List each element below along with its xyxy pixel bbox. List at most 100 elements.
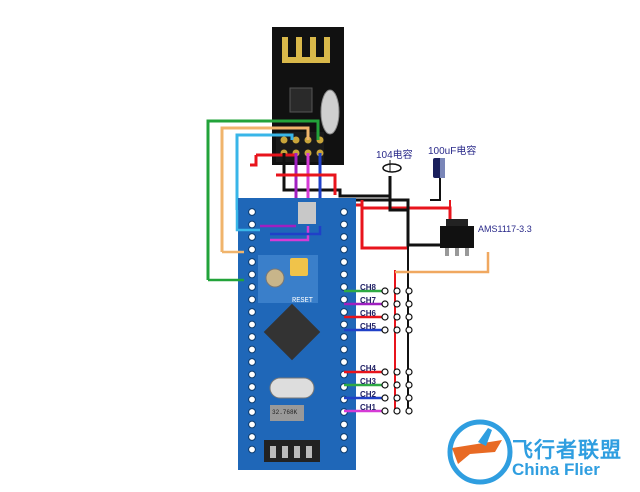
channel-pin [381, 368, 389, 376]
swd-header [264, 440, 320, 462]
wire-red-board [360, 200, 408, 250]
channel-pin [405, 326, 413, 334]
left-pin-row [248, 208, 256, 454]
pcb-antenna-icon [282, 37, 330, 63]
channel-label: CH1 [360, 403, 377, 412]
wire-green [206, 119, 320, 280]
crystal-32k [270, 405, 304, 421]
header-pin [340, 295, 348, 304]
channel-label: CH2 [360, 390, 377, 399]
reset-switch [265, 268, 285, 288]
header-pin [248, 283, 256, 291]
channel-pins [381, 287, 413, 415]
wire-orange-out [395, 252, 490, 274]
channel-pin [393, 368, 401, 376]
wire-orange [220, 126, 310, 252]
header-pin [340, 345, 348, 354]
channel-pin [393, 313, 401, 321]
wire-black-cap [388, 176, 408, 212]
channel-wires [344, 289, 385, 413]
stm32-board [238, 198, 356, 470]
header-pin [340, 308, 348, 316]
header-pin [340, 208, 348, 216]
usb-connector [298, 202, 316, 224]
header-pin [248, 345, 256, 354]
watermark-cn: 飞行者联盟 [512, 439, 622, 462]
rf-chip [289, 87, 313, 113]
header-pin [248, 258, 256, 266]
header-pin [248, 320, 256, 329]
header-pin [248, 433, 256, 441]
channel-pin [381, 326, 389, 334]
header-pin [340, 433, 348, 441]
channel-pin [393, 381, 401, 389]
header-pin [340, 358, 348, 366]
channel-pin [405, 394, 413, 402]
wire-red-short [276, 173, 337, 195]
header-pin [340, 445, 348, 454]
header-pin [340, 420, 348, 429]
channel-label: CH4 [360, 364, 377, 373]
channel-pin [405, 368, 413, 376]
channel-pin [393, 407, 401, 415]
header-pin [248, 270, 256, 279]
header-pin [248, 370, 256, 379]
ceramic-capacitor-104 [382, 160, 402, 173]
channel-pin [381, 287, 389, 295]
channel-label: CH8 [360, 283, 377, 292]
wire-black-main [338, 198, 440, 247]
capacitor-104-label: 104电容 [376, 150, 413, 161]
wire-cap-gnd [430, 170, 441, 201]
channel-label: CH5 [360, 322, 377, 331]
header-pin [340, 233, 348, 241]
wire-cyan [235, 133, 294, 210]
electrolytic-capacitor-100uf [433, 158, 445, 178]
regulator-label: AMS1117-3.3 [478, 224, 532, 234]
header-pin [248, 383, 256, 391]
watermark-en: China Flier [512, 460, 600, 479]
channel-pin [405, 300, 413, 308]
channel-pin [393, 326, 401, 334]
channel-pin [381, 381, 389, 389]
header-pin [340, 245, 348, 254]
channel-pin [405, 381, 413, 389]
header-pin [248, 333, 256, 341]
header-pin [340, 258, 348, 266]
header-pin [248, 408, 256, 416]
channel-pin [381, 407, 389, 415]
header-pin [248, 208, 256, 216]
header-pin [248, 245, 256, 254]
header-pin [248, 358, 256, 366]
channel-pin [393, 394, 401, 402]
china-flier-logo-icon [447, 419, 513, 485]
board-signal-wires [208, 210, 322, 282]
header-pin [340, 283, 348, 291]
channel-pin [381, 313, 389, 321]
header-pin [248, 420, 256, 429]
channel-pin [405, 287, 413, 295]
channel-pin [393, 300, 401, 308]
channel-pin [381, 394, 389, 402]
header-pin [340, 270, 348, 279]
header-pin [340, 333, 348, 341]
reset-button [290, 258, 308, 276]
header-pin [248, 308, 256, 316]
header-pin [248, 220, 256, 229]
crystal-icon [320, 89, 340, 135]
channel-label: CH6 [360, 309, 377, 318]
right-pin-row [340, 208, 348, 454]
channel-pin [405, 407, 413, 415]
header-pin [340, 320, 348, 329]
channel-label: CH7 [360, 296, 377, 305]
header-pin [248, 445, 256, 454]
channel-pin [405, 313, 413, 321]
nrf24l01-module [272, 27, 344, 165]
header-pin [248, 295, 256, 304]
wire-red-3v3 [348, 200, 452, 226]
header-pin [248, 395, 256, 404]
channel-pin [381, 300, 389, 308]
capacitor-100uf-label: 100uF电容 [428, 146, 477, 157]
ams1117-regulator [440, 219, 474, 256]
crystal-label: 32.768K [272, 409, 298, 416]
